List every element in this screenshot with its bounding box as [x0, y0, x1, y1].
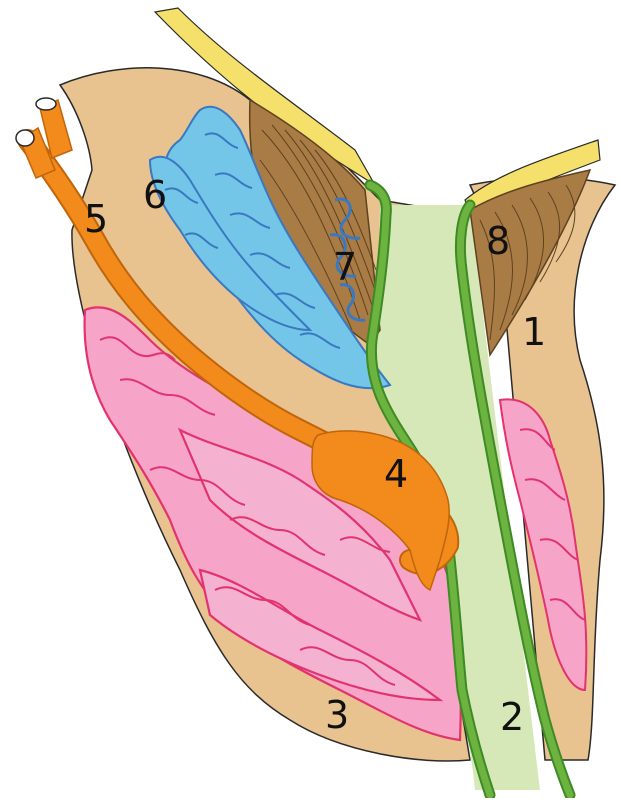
label-2: 2	[500, 695, 524, 739]
label-1: 1	[522, 310, 546, 354]
duct-opening-upper	[36, 98, 56, 110]
duct-opening-lower	[16, 130, 34, 146]
label-5: 5	[84, 197, 108, 241]
label-6: 6	[143, 173, 167, 217]
label-8: 8	[486, 219, 510, 263]
label-4: 4	[384, 452, 408, 496]
label-3: 3	[325, 693, 349, 737]
label-7: 7	[333, 245, 357, 289]
